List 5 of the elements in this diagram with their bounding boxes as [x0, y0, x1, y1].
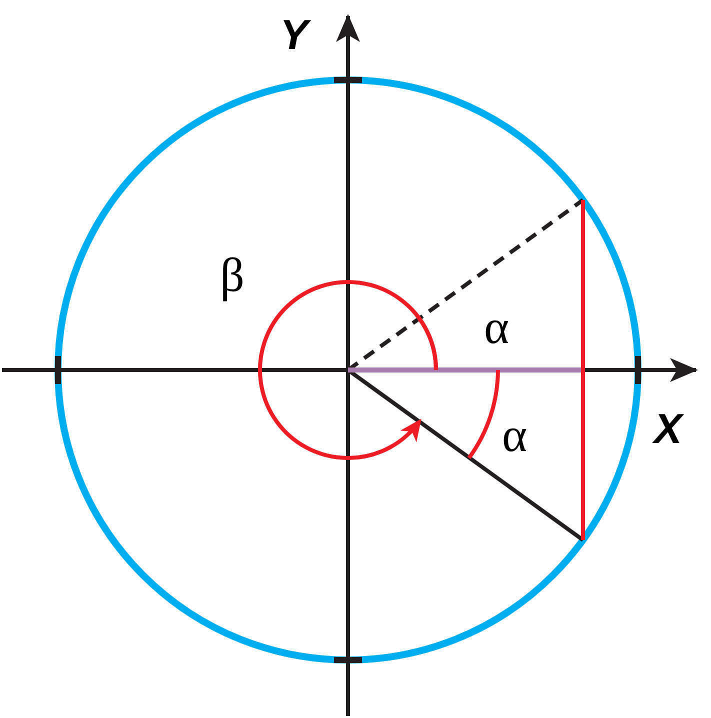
angle-label: β: [220, 252, 244, 300]
angle-label: α: [502, 412, 528, 460]
axis-label: Y: [280, 14, 308, 56]
angle-label: α: [484, 304, 510, 352]
axis-label: X: [654, 408, 682, 450]
